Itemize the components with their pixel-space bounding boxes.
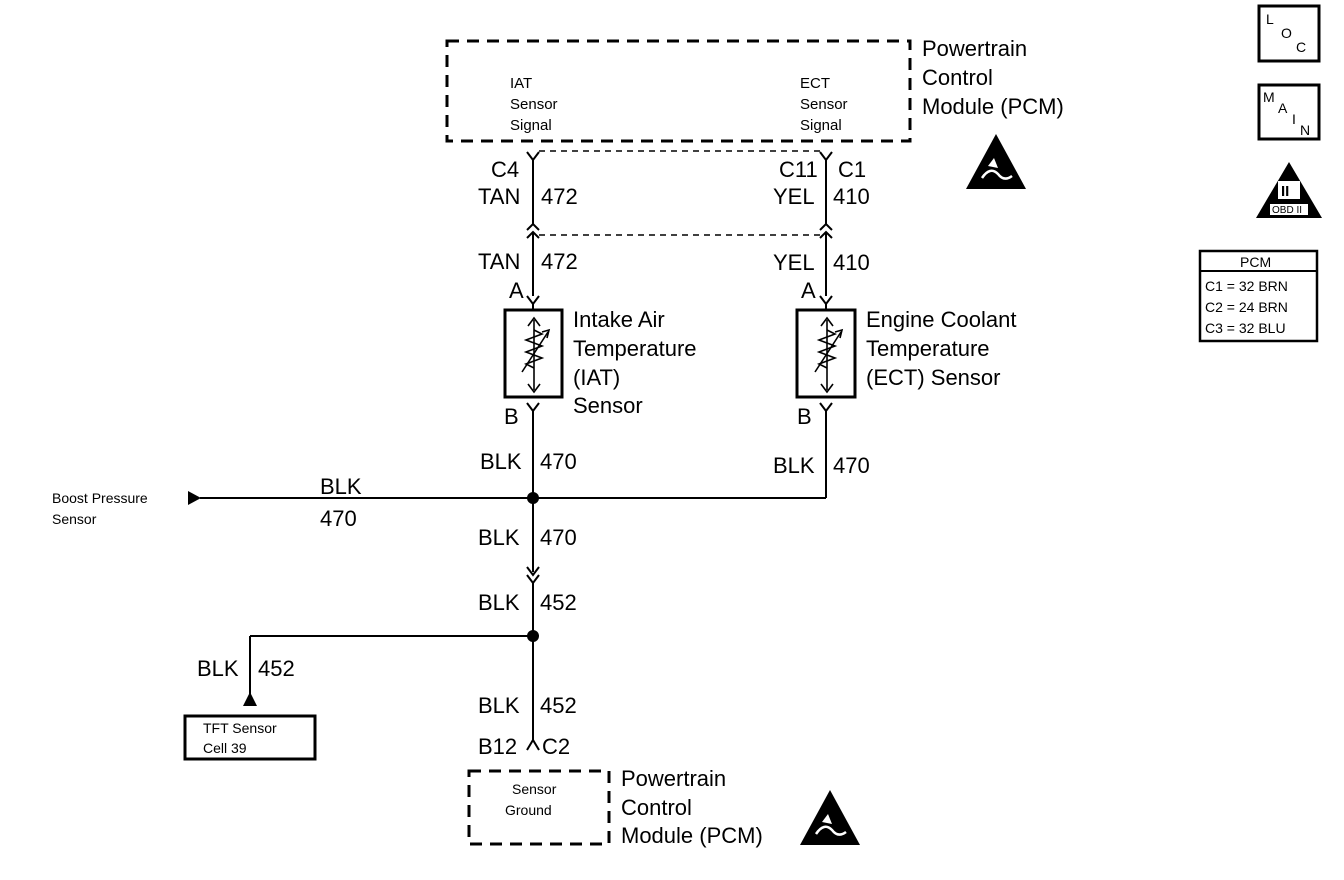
- pcm-top-title: Powertrain Control Module (PCM): [922, 36, 1064, 119]
- svg-text:ECT: ECT: [800, 75, 830, 92]
- ground-seg3-num: 452: [540, 693, 577, 718]
- ect-ground-color: BLK: [773, 453, 815, 478]
- iat-wire1-color: TAN: [478, 184, 520, 209]
- svg-text:II: II: [1281, 183, 1289, 200]
- svg-text:PCM: PCM: [1240, 254, 1271, 270]
- iat-ground-num: 470: [540, 449, 577, 474]
- ect-wire2-num: 410: [833, 250, 870, 275]
- ect-thermistor-icon: [795, 308, 857, 399]
- svg-text:Control: Control: [621, 795, 692, 820]
- ect-wire: [819, 151, 833, 498]
- boost-wire-color: BLK: [320, 474, 362, 499]
- iat-wire2-color: TAN: [478, 249, 520, 274]
- svg-text:Sensor: Sensor: [52, 511, 97, 527]
- svg-text:N: N: [1300, 122, 1310, 138]
- svg-text:Signal: Signal: [510, 117, 552, 134]
- svg-text:Cell 39: Cell 39: [203, 740, 247, 756]
- svg-text:Signal: Signal: [800, 117, 842, 134]
- ground-conn-c2: C2: [542, 734, 570, 759]
- tft-connector-arrow-icon: [243, 692, 257, 706]
- iat-wire2-num: 472: [541, 249, 578, 274]
- iat-pin-b: B: [504, 404, 519, 429]
- svg-text:(ECT) Sensor: (ECT) Sensor: [866, 365, 1000, 390]
- loc-icon[interactable]: L O C: [1257, 4, 1321, 63]
- svg-text:M: M: [1263, 89, 1275, 105]
- svg-text:Temperature: Temperature: [866, 336, 990, 361]
- tft-wire-num: 452: [258, 656, 295, 681]
- esd-warning-icon: [800, 790, 860, 845]
- ect-conn-c1: C1: [838, 157, 866, 182]
- ect-ground-num: 470: [833, 453, 870, 478]
- svg-text:TFT Sensor: TFT Sensor: [203, 720, 277, 736]
- svg-text:C3 = 32 BLU: C3 = 32 BLU: [1205, 320, 1286, 336]
- svg-text:Sensor: Sensor: [512, 781, 557, 797]
- main-icon[interactable]: M A I N: [1257, 83, 1321, 141]
- svg-text:Sensor: Sensor: [800, 96, 848, 113]
- boost-wire-num: 470: [320, 506, 357, 531]
- iat-ground-color: BLK: [480, 449, 522, 474]
- boost-connector-arrow-icon: [188, 491, 201, 505]
- svg-text:C2 = 24 BRN: C2 = 24 BRN: [1205, 299, 1288, 315]
- pcm-bottom-title: Powertrain Control Module (PCM): [621, 766, 763, 848]
- ect-wire2-color: YEL: [773, 250, 815, 275]
- ground-seg1-color: BLK: [478, 525, 520, 550]
- ground-path-wire: [526, 498, 540, 751]
- iat-wire1-num: 472: [541, 184, 578, 209]
- ect-conn-c11: C11: [779, 157, 818, 182]
- ect-wire1-num: 410: [833, 184, 870, 209]
- tft-wire: [249, 635, 533, 700]
- svg-text:O: O: [1281, 25, 1292, 41]
- svg-text:Ground: Ground: [505, 802, 552, 818]
- pcm-bottom-box: [467, 769, 611, 846]
- ground-seg2-color: BLK: [478, 590, 520, 615]
- ect-sensor-label: Engine Coolant Temperature (ECT) Sensor: [866, 307, 1016, 390]
- svg-text:Powertrain: Powertrain: [621, 766, 726, 791]
- boost-pressure-label: Boost Pressure Sensor: [52, 490, 148, 527]
- svg-text:Powertrain: Powertrain: [922, 36, 1027, 61]
- svg-text:Module (PCM): Module (PCM): [621, 823, 763, 848]
- svg-text:Engine Coolant: Engine Coolant: [866, 307, 1016, 332]
- svg-text:A: A: [1278, 100, 1288, 116]
- svg-text:Sensor: Sensor: [510, 96, 558, 113]
- ground-conn-b12: B12: [478, 734, 517, 759]
- ground-seg1-num: 470: [540, 525, 577, 550]
- svg-text:C: C: [1296, 39, 1306, 55]
- tft-sensor-label: TFT Sensor Cell 39: [203, 720, 277, 756]
- ect-pin-b: B: [797, 404, 812, 429]
- sensor-ground-label: Sensor Ground: [505, 781, 557, 818]
- esd-warning-icon: [966, 134, 1026, 189]
- ect-wire1-color: YEL: [773, 184, 815, 209]
- iat-sensor-label: Intake Air Temperature (IAT) Sensor: [573, 307, 697, 418]
- svg-text:Intake Air: Intake Air: [573, 307, 665, 332]
- svg-text:OBD II: OBD II: [1272, 205, 1302, 216]
- svg-text:Boost Pressure: Boost Pressure: [52, 490, 148, 506]
- ground-seg3-color: BLK: [478, 693, 520, 718]
- svg-text:Module (PCM): Module (PCM): [922, 94, 1064, 119]
- svg-text:(IAT): (IAT): [573, 365, 620, 390]
- ground-seg2-num: 452: [540, 590, 577, 615]
- ect-pin-a: A: [801, 278, 816, 303]
- ect-sensor-signal-label: ECT Sensor Signal: [800, 75, 848, 134]
- svg-text:Control: Control: [922, 65, 993, 90]
- svg-text:C1 = 32 BRN: C1 = 32 BRN: [1205, 278, 1288, 294]
- tft-wire-color: BLK: [197, 656, 239, 681]
- iat-pin-a: A: [509, 278, 524, 303]
- tft-sensor-box: [183, 714, 317, 761]
- pcm-connector-table: PCM C1 = 32 BRN C2 = 24 BRN C3 = 32 BLU: [1198, 249, 1319, 343]
- svg-text:L: L: [1266, 11, 1274, 27]
- obd-ii-icon[interactable]: II OBD II: [1256, 162, 1322, 218]
- iat-sensor-signal-label: IAT Sensor Signal: [510, 75, 558, 134]
- iat-thermistor-icon: [503, 308, 564, 399]
- svg-text:I: I: [1292, 111, 1296, 127]
- svg-text:IAT: IAT: [510, 75, 532, 92]
- svg-text:Sensor: Sensor: [573, 393, 643, 418]
- iat-wire: [526, 151, 540, 498]
- iat-conn-c4: C4: [491, 157, 519, 182]
- pcm-top-box: [445, 39, 912, 143]
- svg-text:Temperature: Temperature: [573, 336, 697, 361]
